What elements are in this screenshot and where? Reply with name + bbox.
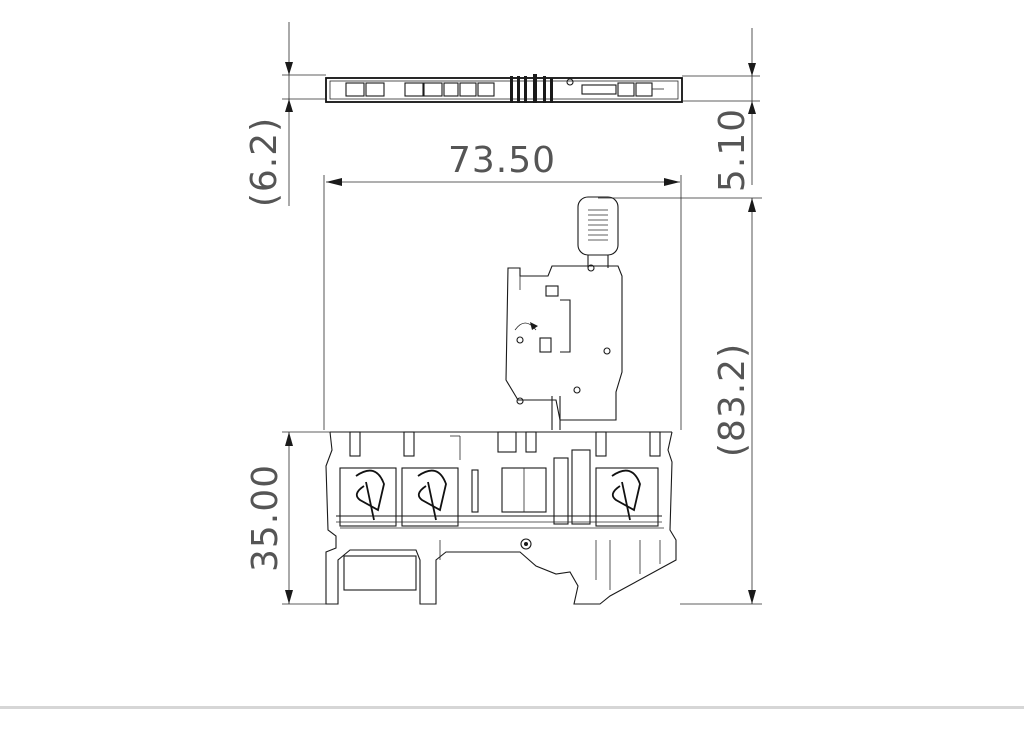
footer-divider: [0, 706, 1024, 709]
dim-height-base: 35.00: [245, 464, 286, 572]
dim-depth-offset: (6.2): [244, 117, 285, 207]
terminal-block-base: [325, 431, 677, 605]
dim-thickness: 5.10: [712, 108, 753, 192]
fuse-lever: [577, 196, 619, 268]
dimension-lines: [282, 22, 762, 605]
dim-height-total: (83.2): [712, 343, 753, 457]
top-view: [325, 74, 683, 103]
fuse-holder-body: [505, 264, 623, 430]
dim-width: 73.50: [448, 140, 556, 181]
